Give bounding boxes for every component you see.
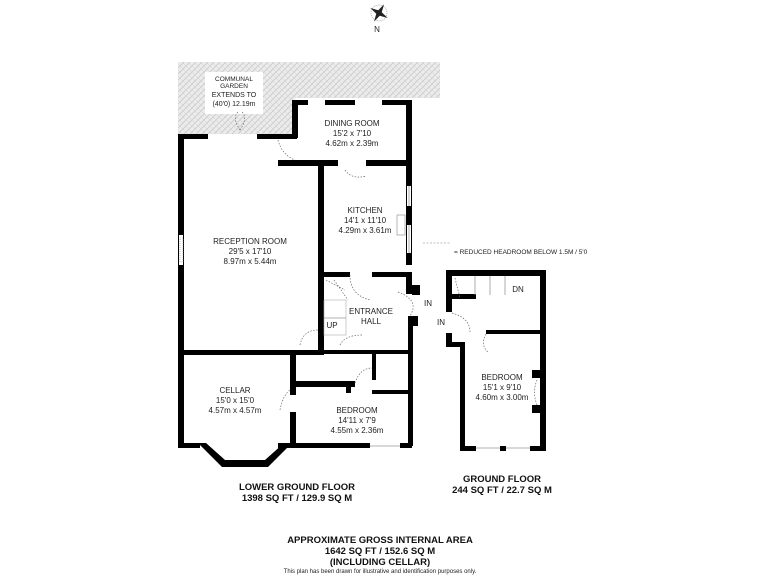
garden-label-line3: EXTENDS TO — [212, 92, 257, 99]
svg-text:GROUND FLOOR: GROUND FLOOR — [463, 474, 541, 485]
svg-text:1642 SQ FT / 152.6 SQ M: 1642 SQ FT / 152.6 SQ M — [325, 546, 435, 557]
svg-text:KITCHEN: KITCHEN — [347, 206, 382, 215]
communal-garden-area — [178, 62, 440, 134]
room-bedroom-lower: BEDROOM 14'11 x 7'9 4.55m x 2.36m — [331, 406, 384, 435]
disclaimer: This plan has been drawn for illustrativ… — [284, 569, 477, 575]
room-bedroom-ground: BEDROOM 15'1 x 9'10 4.60m x 3.00m — [476, 373, 529, 402]
lower-ground-floor-walls — [178, 100, 420, 467]
compass-icon: N — [370, 4, 388, 34]
lower-floor-title: LOWER GROUND FLOOR 1398 SQ FT / 129.9 SQ… — [239, 482, 355, 504]
svg-text:14'1 x 11'10: 14'1 x 11'10 — [344, 216, 387, 225]
room-dining: DINING ROOM 15'2 x 7'10 4.62m x 2.39m — [324, 119, 379, 148]
svg-text:BEDROOM: BEDROOM — [336, 406, 378, 415]
door-swings-ground — [451, 312, 538, 406]
svg-text:4.29m x 3.61m: 4.29m x 3.61m — [339, 226, 392, 235]
door-swings-lower — [235, 111, 414, 411]
room-reception: RECEPTION ROOM 29'5 x 17'10 8.97m x 5.44… — [213, 237, 287, 266]
entrance-in-label-lower: IN — [424, 299, 432, 308]
svg-text:8.97m x 5.44m: 8.97m x 5.44m — [224, 257, 277, 266]
svg-text:4.62m x 2.39m: 4.62m x 2.39m — [326, 139, 379, 148]
entrance-in-label-ground: IN — [437, 318, 445, 327]
svg-text:BEDROOM: BEDROOM — [481, 373, 523, 382]
svg-text:15'0 x 15'0: 15'0 x 15'0 — [216, 396, 255, 405]
gross-area-summary: APPROXIMATE GROSS INTERNAL AREA 1642 SQ … — [284, 535, 477, 575]
room-kitchen: KITCHEN 14'1 x 11'10 4.29m x 3.61m — [339, 206, 392, 235]
stairs-down-label: DN — [512, 285, 524, 294]
svg-text:244 SQ FT / 22.7 SQ M: 244 SQ FT / 22.7 SQ M — [452, 485, 552, 496]
svg-text:HALL: HALL — [361, 317, 382, 326]
svg-text:1398 SQ FT / 129.9 SQ M: 1398 SQ FT / 129.9 SQ M — [242, 493, 352, 504]
compass-north-label: N — [374, 25, 380, 34]
svg-text:ENTRANCE: ENTRANCE — [349, 307, 393, 316]
room-cellar: CELLAR 15'0 x 15'0 4.57m x 4.57m — [209, 386, 262, 415]
stairs-up-label: UP — [326, 321, 337, 330]
svg-text:4.55m x 2.36m: 4.55m x 2.36m — [331, 426, 384, 435]
room-entrance-hall: ENTRANCE HALL — [349, 307, 393, 326]
svg-text:15'1 x 9'10: 15'1 x 9'10 — [483, 383, 522, 392]
svg-text:15'2 x 7'10: 15'2 x 7'10 — [333, 129, 372, 138]
svg-text:APPROXIMATE GROSS INTERNAL ARE: APPROXIMATE GROSS INTERNAL AREA — [287, 535, 473, 546]
svg-text:4.60m x 3.00m: 4.60m x 3.00m — [476, 393, 529, 402]
svg-text:4.57m x 4.57m: 4.57m x 4.57m — [209, 406, 262, 415]
svg-text:(INCLUDING CELLAR): (INCLUDING CELLAR) — [330, 557, 430, 568]
svg-text:CELLAR: CELLAR — [219, 386, 250, 395]
ground-floor-walls — [446, 270, 546, 451]
garden-label-line2: GARDEN — [220, 83, 248, 90]
svg-text:14'11 x 7'9: 14'11 x 7'9 — [338, 416, 376, 425]
ground-floor-title: GROUND FLOOR 244 SQ FT / 22.7 SQ M — [452, 474, 552, 496]
svg-text:RECEPTION ROOM: RECEPTION ROOM — [213, 237, 287, 246]
svg-text:29'5 x 17'10: 29'5 x 17'10 — [229, 247, 272, 256]
garden-label-line1: COMMUNAL — [215, 76, 253, 83]
svg-text:LOWER GROUND FLOOR: LOWER GROUND FLOOR — [239, 482, 355, 493]
legend-text: = REDUCED HEADROOM BELOW 1.5M / 5'0 — [454, 249, 588, 256]
garden-label-line4: (40'0) 12.19m — [213, 101, 256, 108]
svg-text:DINING ROOM: DINING ROOM — [324, 119, 379, 128]
